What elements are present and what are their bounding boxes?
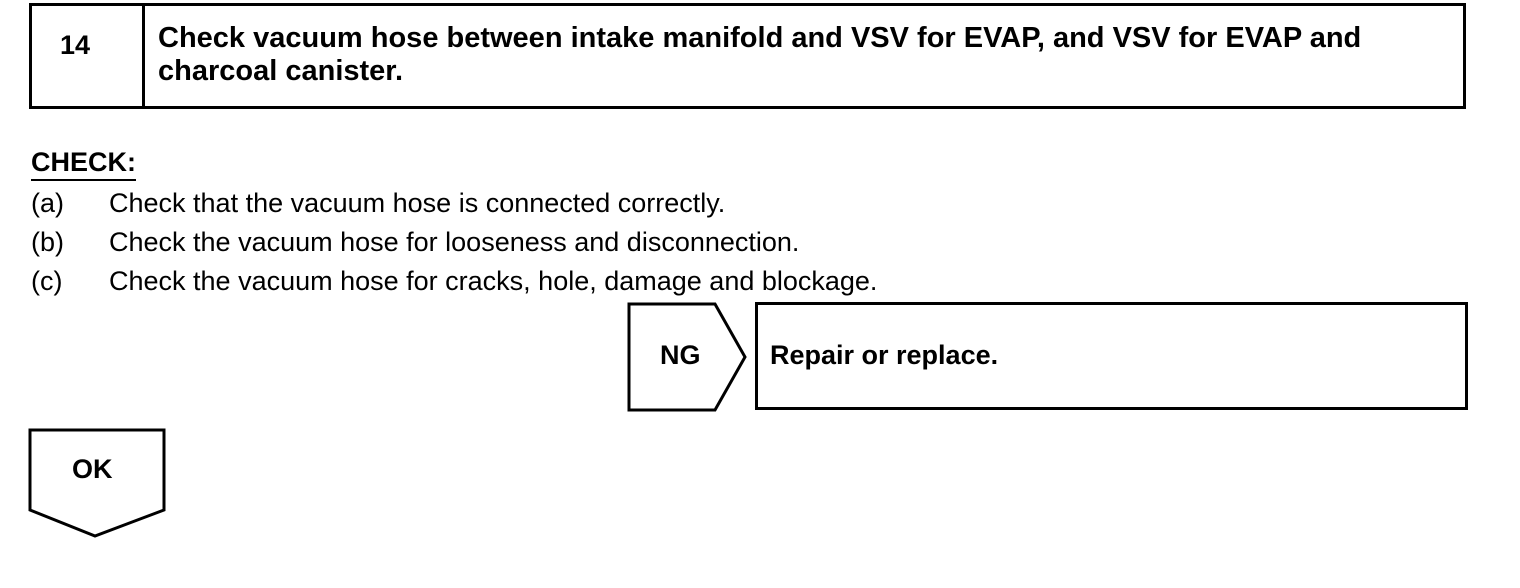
step-header-box (29, 3, 1466, 109)
step-number: 14 (60, 30, 91, 60)
ok-label: OK (72, 454, 113, 484)
check-item-c: (c) Check the vacuum hose for cracks, ho… (31, 262, 1131, 301)
check-item-b: (b) Check the vacuum hose for looseness … (31, 223, 1131, 262)
step-header-divider (142, 3, 145, 109)
check-item-text: Check the vacuum hose for looseness and … (109, 227, 800, 257)
ng-result-text: Repair or replace. (770, 340, 999, 370)
check-item-text: Check that the vacuum hose is connected … (109, 188, 726, 218)
check-heading: CHECK: (31, 147, 136, 181)
check-item-a: (a) Check that the vacuum hose is connec… (31, 184, 1131, 223)
ok-arrow-shape (28, 428, 166, 538)
ng-label: NG (660, 340, 701, 370)
check-item-text: Check the vacuum hose for cracks, hole, … (109, 266, 878, 296)
check-list: (a) Check that the vacuum hose is connec… (31, 184, 1131, 301)
step-title: Check vacuum hose between intake manifol… (158, 22, 1362, 87)
ng-result-box (755, 302, 1468, 410)
ng-arrow-shape (627, 302, 747, 412)
check-item-mark: (c) (31, 266, 63, 296)
check-item-mark: (b) (31, 227, 64, 257)
check-item-mark: (a) (31, 188, 64, 218)
